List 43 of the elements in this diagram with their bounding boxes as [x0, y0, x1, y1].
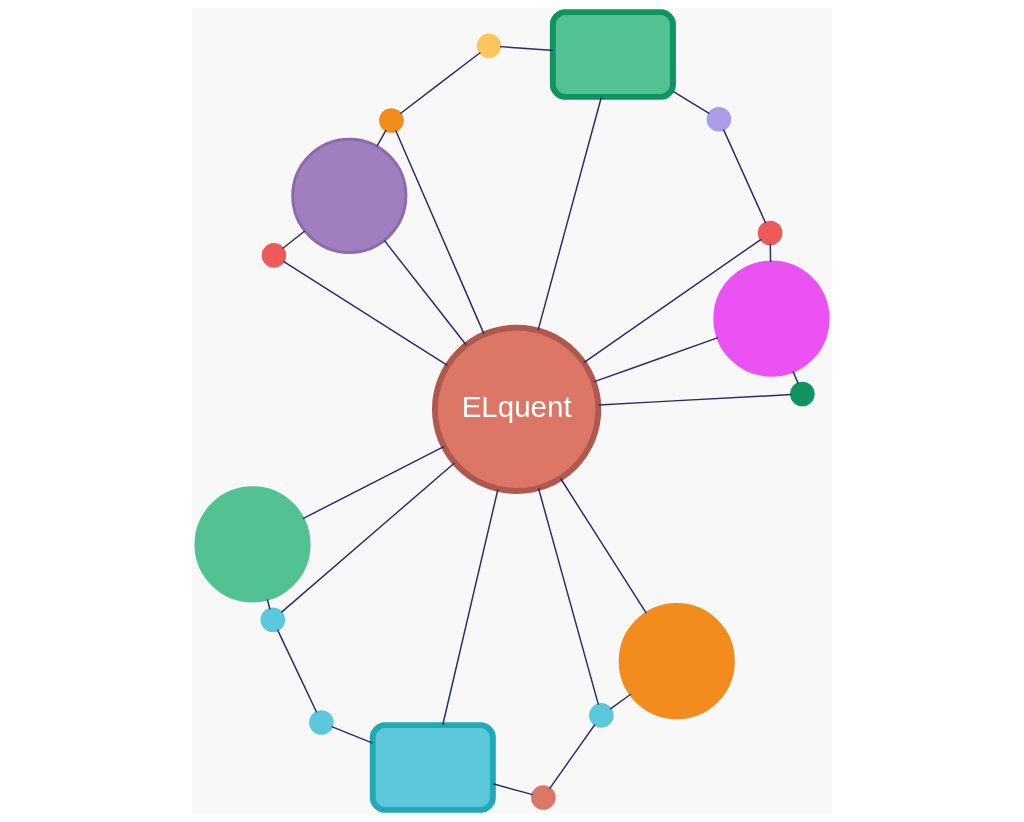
connector	[499, 45, 554, 52]
node-circle	[790, 381, 815, 407]
node-circle	[309, 710, 334, 735]
node-circle	[476, 33, 502, 59]
node-circle	[589, 703, 614, 728]
connector	[537, 96, 603, 331]
connector	[537, 487, 600, 706]
connector	[280, 462, 456, 614]
connector	[792, 370, 799, 385]
connector	[394, 129, 485, 335]
connector	[282, 260, 449, 367]
connector	[583, 238, 762, 364]
connector	[722, 128, 767, 224]
connector	[376, 129, 387, 147]
node-circle: ELquent	[431, 324, 602, 494]
node-circle	[261, 243, 287, 268]
connector	[330, 725, 374, 744]
node-circle	[618, 603, 735, 720]
node-circle	[194, 486, 311, 603]
connector	[266, 598, 271, 610]
node-circle	[757, 220, 783, 246]
node-box	[369, 722, 496, 813]
connector	[442, 488, 499, 726]
connector	[492, 783, 534, 796]
node-circle	[260, 607, 286, 633]
connector	[302, 445, 445, 520]
node-circle	[379, 108, 404, 133]
connector	[399, 51, 482, 115]
connector	[597, 393, 793, 406]
connector	[276, 628, 318, 714]
node-circle	[706, 107, 732, 132]
connector	[281, 230, 306, 250]
connector	[769, 243, 772, 263]
connector	[383, 239, 467, 346]
connector	[672, 90, 711, 115]
connector	[609, 693, 632, 710]
node-box	[549, 9, 676, 100]
connector	[592, 336, 719, 383]
connector	[548, 723, 596, 790]
connector	[559, 477, 647, 614]
node-circle	[291, 137, 408, 254]
node-circle	[713, 260, 830, 377]
node-circle	[531, 785, 556, 810]
